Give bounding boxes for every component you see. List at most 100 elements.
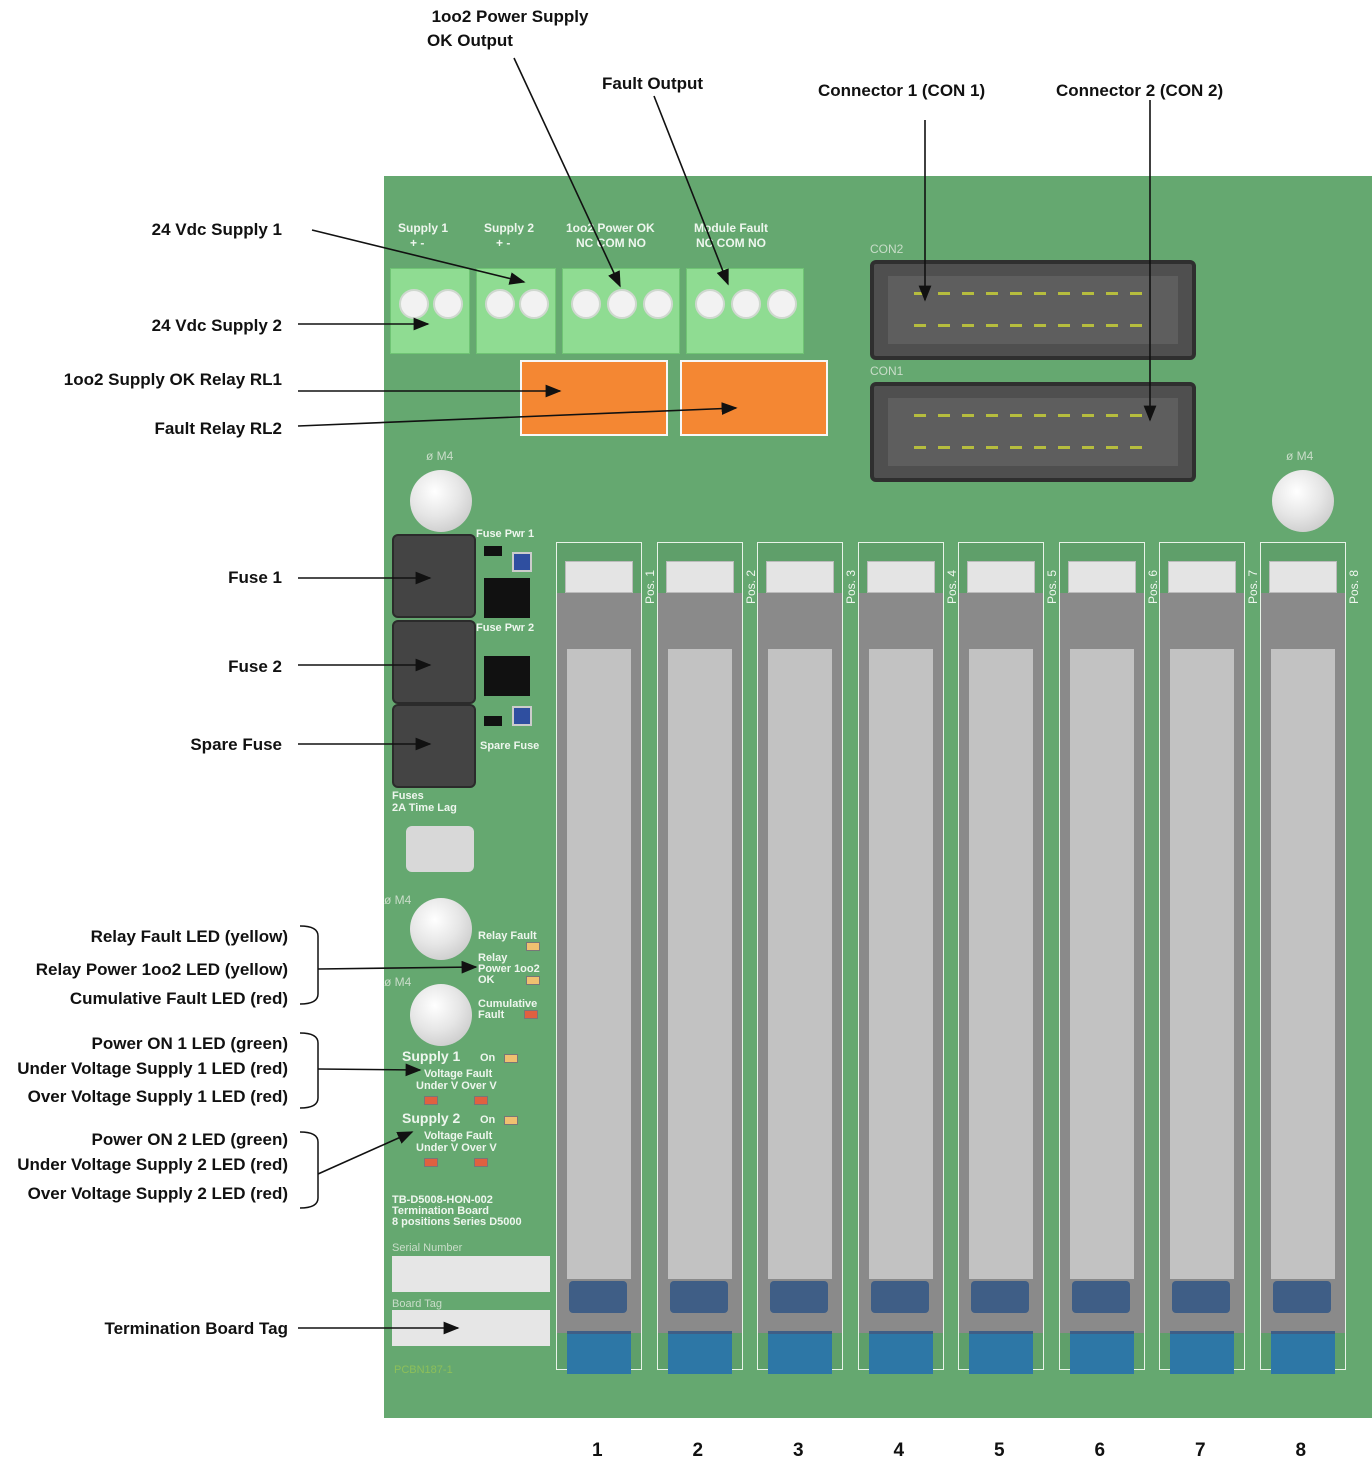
silk-power-ok: 1oo2 Power OK — [566, 221, 655, 235]
label-relay-fault-led: Relay Fault LED (yellow) — [90, 927, 288, 946]
label-connector1: Connector 1 (CON 1) — [818, 81, 986, 100]
silk-relay-power: Relay — [478, 952, 508, 964]
silk-board-id: TB-D5008-HON-002 — [392, 1194, 493, 1206]
screw-icon — [519, 289, 549, 319]
silk-board-id: 8 positions Series D5000 — [392, 1216, 522, 1228]
slot-top-latch — [665, 561, 734, 593]
module-slot — [556, 542, 642, 1374]
silk-fuses-note: Fuses — [392, 790, 424, 802]
slot-top-latch — [565, 561, 633, 593]
connector-pin — [1034, 414, 1046, 417]
silk-cumulative: Cumulative — [478, 998, 538, 1010]
slot-connector — [971, 1281, 1029, 1313]
slot-top-latch — [967, 561, 1035, 593]
arrow-led-group3 — [317, 1131, 414, 1175]
slot-position-number: 1 — [592, 1440, 603, 1461]
label-relay-rl2: Fault Relay RL2 — [154, 419, 282, 438]
slot-inner — [969, 649, 1033, 1279]
screw-icon — [433, 289, 463, 319]
module-slot — [1259, 542, 1346, 1374]
screw-icon — [731, 289, 761, 319]
connector-pin — [962, 446, 974, 449]
connector-pin — [938, 446, 950, 449]
label-fuse2: Fuse 2 — [228, 657, 282, 676]
slot-connector — [1272, 1281, 1331, 1313]
connector-pin — [1058, 324, 1070, 327]
slot-top-latch — [1067, 561, 1136, 593]
silk-pcb-code: PCBN187-1 — [394, 1364, 453, 1376]
connector-pin — [1058, 446, 1070, 449]
label-relay-rl1: 1oo2 Supply OK Relay RL1 — [63, 370, 282, 389]
label-supply2: 24 Vdc Supply 2 — [151, 316, 282, 335]
connector-pin — [1010, 324, 1022, 327]
silk-cumulative: Fault — [478, 1009, 505, 1021]
silk-module-fault: Module Fault — [694, 221, 768, 235]
connector-pin — [1034, 292, 1046, 295]
slot-connector — [770, 1281, 828, 1313]
label-connector2: Connector 2 (CON 2) — [1056, 81, 1224, 100]
silk-on: On — [480, 1114, 496, 1126]
label-relay-power-led: Relay Power 1oo2 LED (yellow) — [35, 960, 288, 979]
silk-power-ok-pins: NC COM NO — [576, 236, 646, 250]
connector-pin — [1130, 324, 1142, 327]
serial-number-box — [392, 1256, 550, 1292]
arrow-led-group1 — [317, 960, 478, 974]
silk-fuse-pwr2: Fuse Pwr 2 — [476, 622, 535, 634]
silk-hole-m4: ø M4 — [384, 893, 412, 907]
slot-position-number: 5 — [994, 1440, 1005, 1461]
label-power-on2-led: Power ON 2 LED (green) — [91, 1130, 288, 1149]
component-grey-block — [406, 826, 474, 872]
slot-connector — [1071, 1281, 1130, 1313]
slot-position-number: 7 — [1195, 1440, 1206, 1461]
silk-relay-fault: Relay Fault — [478, 930, 537, 942]
connector-pin — [1010, 446, 1022, 449]
connector-pin — [1106, 292, 1118, 295]
slot-position-number: 3 — [793, 1440, 804, 1461]
connector-pin — [1034, 446, 1046, 449]
slot-connector — [1172, 1281, 1230, 1313]
led-over-v1 — [474, 1096, 488, 1105]
screw-icon — [767, 289, 797, 319]
led-relay-power — [526, 976, 540, 985]
pcb-board: Supply 1 + - Supply 2 + - 1oo2 Power OK … — [384, 176, 1372, 1418]
silk-hole-m4: ø M4 — [384, 975, 412, 989]
led-cumulative-fault — [524, 1010, 538, 1019]
slot-base — [667, 1331, 732, 1374]
slot-base — [868, 1331, 933, 1374]
label-over-v1-led: Over Voltage Supply 1 LED (red) — [27, 1087, 288, 1106]
connector-pin — [914, 324, 926, 327]
connector-pin — [1058, 414, 1070, 417]
led-under-v1 — [424, 1096, 438, 1105]
connector-pin — [1082, 446, 1094, 449]
label-spare-fuse: Spare Fuse — [190, 735, 282, 754]
connector-pin — [938, 324, 950, 327]
arrow-supply1 — [311, 229, 526, 285]
connector-con1 — [870, 382, 1196, 482]
bracket-led-group2 — [299, 1032, 319, 1109]
terminal-module-fault — [686, 268, 804, 354]
connector-pin — [962, 414, 974, 417]
slot-inner — [1069, 649, 1134, 1279]
mounting-hole — [410, 984, 472, 1046]
silk-under-over: Under V Over V — [416, 1142, 497, 1154]
connector-pin — [1106, 324, 1118, 327]
connector-pin — [1082, 324, 1094, 327]
led-under-v2 — [424, 1158, 438, 1167]
relay-rl2 — [680, 360, 828, 436]
slot-base — [567, 1331, 631, 1374]
bracket-led-group3 — [299, 1131, 319, 1209]
fuse-1 — [392, 534, 476, 618]
connector-pin — [1034, 324, 1046, 327]
silk-hole-m4: ø M4 — [1286, 449, 1314, 463]
silk-supply2: Supply 2 — [484, 221, 535, 235]
fuse-2 — [392, 620, 476, 704]
slot-top-latch — [1268, 561, 1337, 593]
slot-base — [1069, 1331, 1134, 1374]
slot-inner — [1170, 649, 1234, 1279]
slot-base — [1270, 1331, 1335, 1374]
connector-pin — [1010, 292, 1022, 295]
label-under-v2-led: Under Voltage Supply 2 LED (red) — [17, 1155, 288, 1174]
terminal-power-ok — [562, 268, 680, 354]
screw-icon — [485, 289, 515, 319]
label-fuse1: Fuse 1 — [228, 568, 282, 587]
